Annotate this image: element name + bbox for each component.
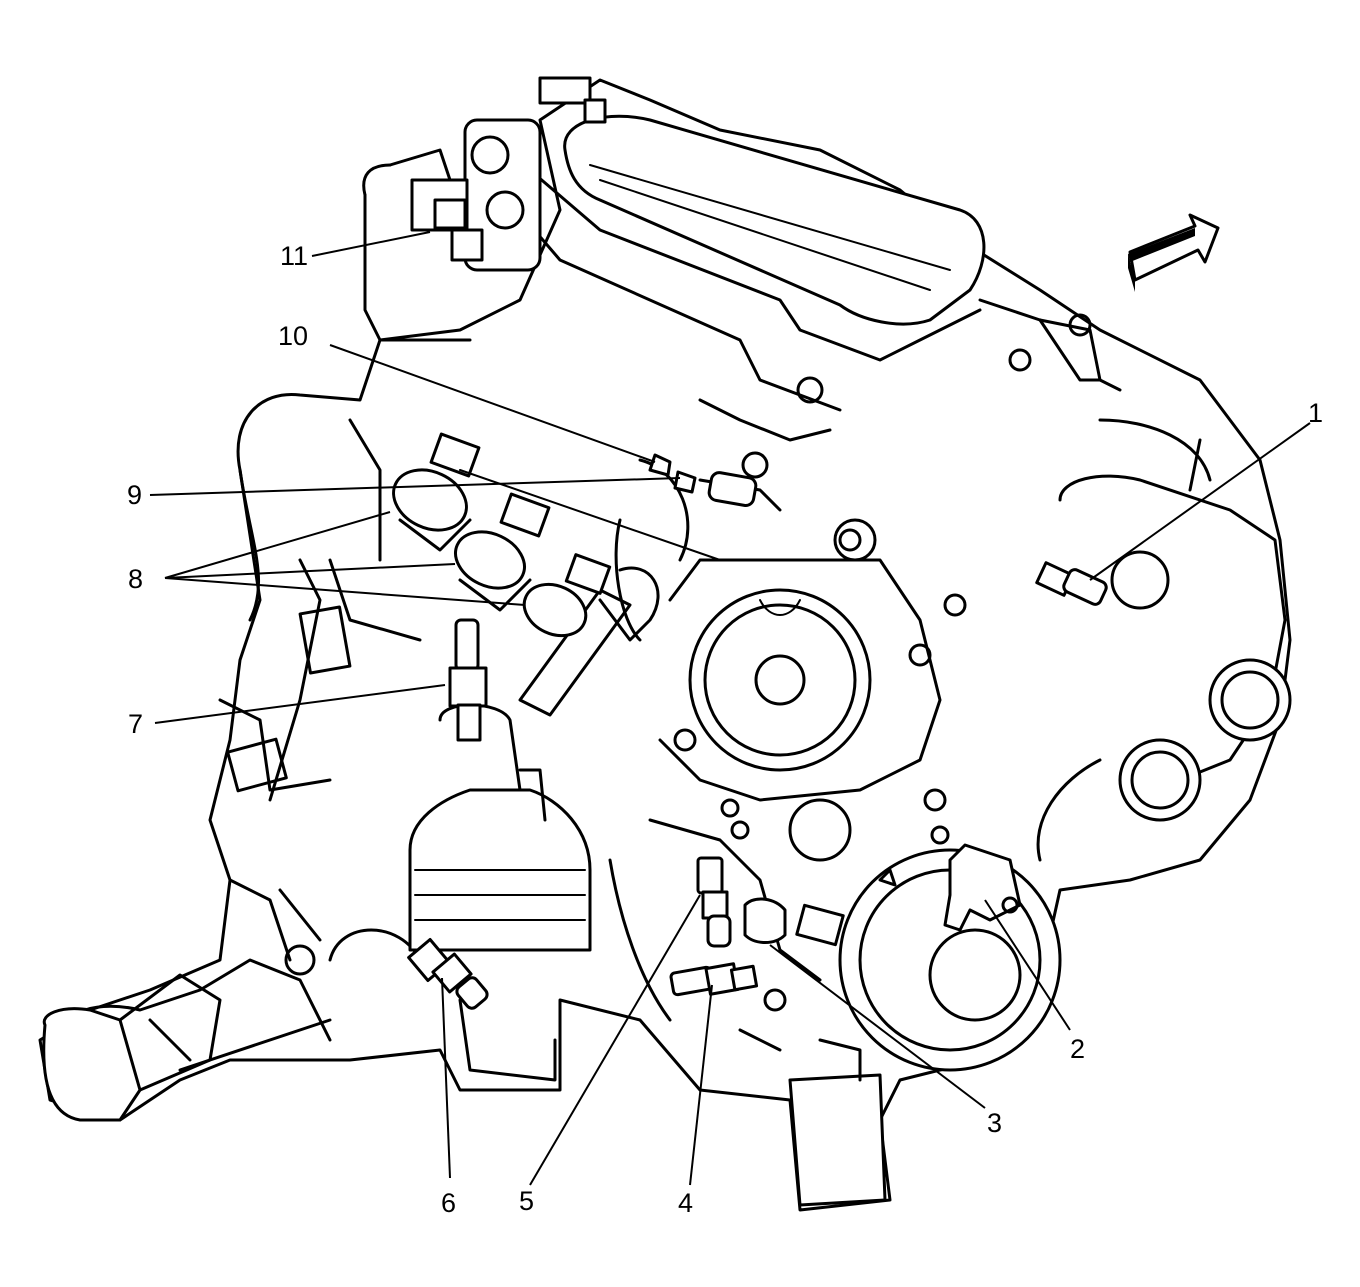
callout-3: 3	[987, 1108, 1002, 1138]
callout-4: 4	[678, 1188, 693, 1218]
callout-11: 11	[280, 241, 308, 271]
callout-2: 2	[1070, 1034, 1085, 1064]
part-4-sensor	[669, 962, 759, 997]
engine-outline	[38, 76, 1292, 1212]
part-9-10-fittings	[648, 453, 697, 494]
callout-labels: 1 2 3 4 5 6 7 8 9 10 11	[127, 241, 1323, 1218]
sensor-parts	[407, 453, 1108, 1010]
callout-6: 6	[441, 1188, 456, 1218]
leader-lines	[149, 231, 1311, 1186]
callout-1: 1	[1308, 398, 1323, 428]
callout-7: 7	[128, 709, 143, 739]
part-2-sensor	[943, 843, 1022, 932]
front-arrow-icon	[1128, 213, 1220, 292]
part-5-sensor	[696, 856, 732, 948]
callout-10: 10	[278, 321, 308, 351]
part-7-sensor	[448, 618, 488, 742]
part-3-plug	[743, 897, 787, 944]
part-1-sensor	[1035, 561, 1108, 606]
callout-9: 9	[127, 480, 142, 510]
callout-5: 5	[519, 1186, 534, 1216]
callout-8: 8	[128, 564, 143, 594]
